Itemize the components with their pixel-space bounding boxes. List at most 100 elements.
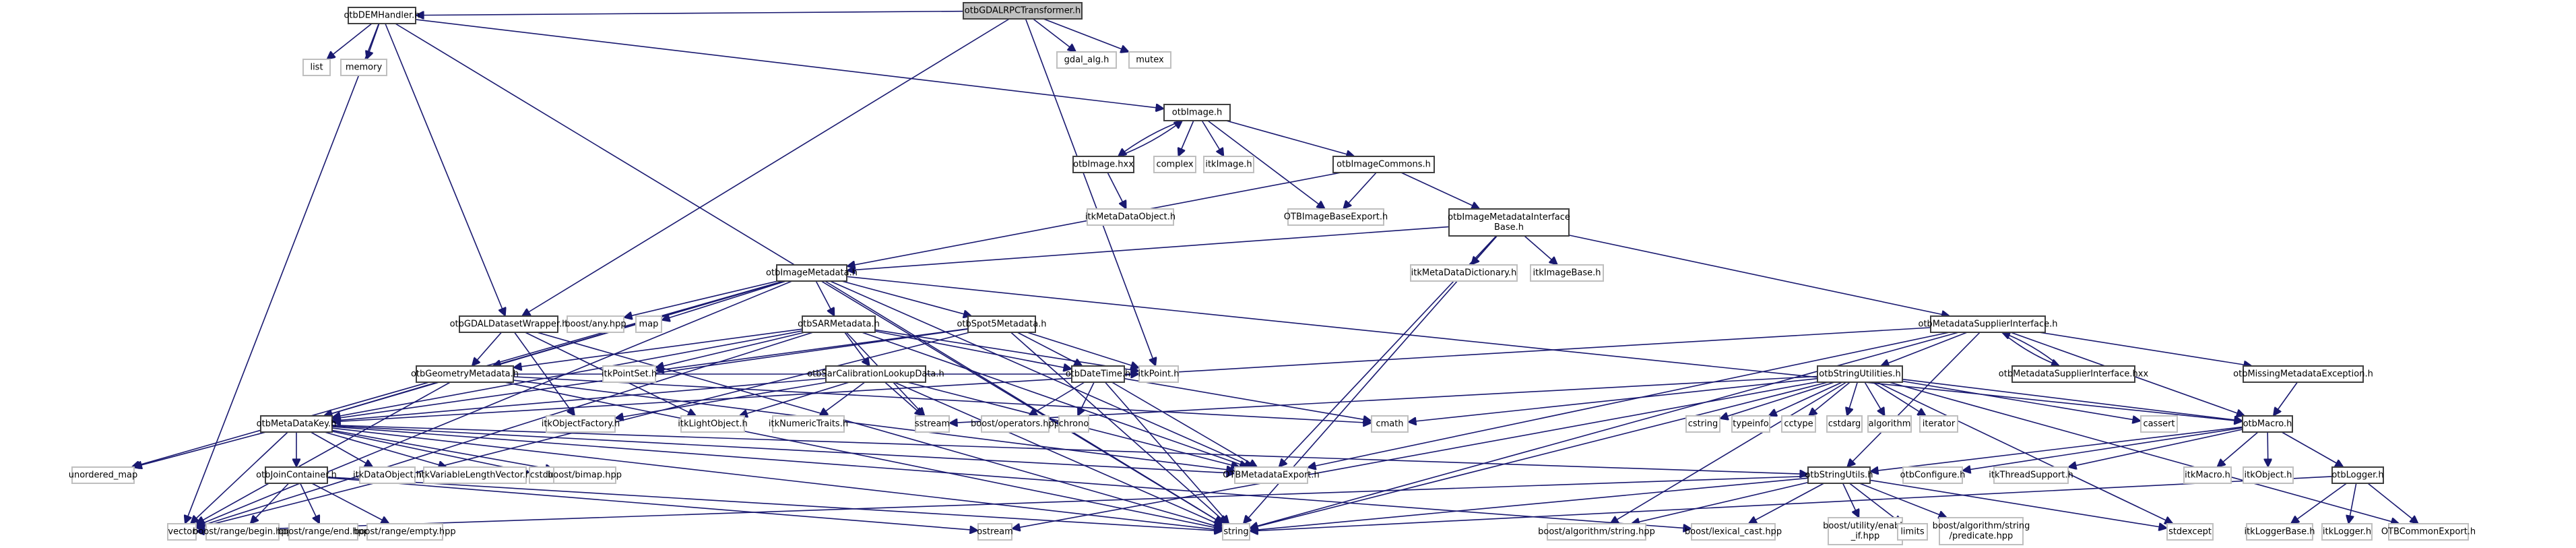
edge-gdalDW-to-string <box>536 332 1223 528</box>
node-label: list <box>310 63 323 73</box>
node-box <box>1153 156 1196 173</box>
node-img-metadata[interactable]: otbImageMetadata.h <box>766 264 858 282</box>
node-itk-logger: itkLogger.h <box>2321 523 2373 541</box>
edge-strUtilities-to-cctype <box>1809 382 1850 416</box>
node-stdexcept: stdexcept <box>2166 523 2214 541</box>
node-image[interactable]: otbImage.h <box>1163 104 1231 121</box>
node-box <box>1547 523 1646 541</box>
node-mdkey[interactable]: otbMetaDataKey.h <box>257 415 337 433</box>
node-box <box>260 415 333 433</box>
node-mdsi[interactable]: otbMetadataSupplierInterface.h <box>1919 315 2058 333</box>
node-macro[interactable]: otbMacro.h <box>2242 415 2293 433</box>
node-label: algorithm <box>1869 419 1911 429</box>
node-label: otbSARMetadata.h <box>798 319 880 330</box>
node-range-begin: boost/range/begin.hpp <box>193 523 292 541</box>
edge-imgMetadata-to-map <box>662 280 787 320</box>
node-missing-m-d[interactable]: otbMissingMetadataException.h <box>2233 365 2373 383</box>
node-itk-thread-support: itkThreadSupport.h <box>1989 466 2073 484</box>
node-mdsihxx[interactable]: otbMetadataSupplierInterface.hxx <box>1999 365 2149 383</box>
node-label: otbImage.h <box>1172 108 1222 118</box>
edge-mdkey-to-OTBMetadataExport <box>331 425 1235 473</box>
node-label: limits <box>1900 527 1925 537</box>
node-gdal-d-w[interactable]: otbGDALDatasetWrapper.h <box>450 315 568 333</box>
node-cstdarg: cstdarg <box>1826 415 1863 433</box>
edge-spot5-to-dateTime <box>1017 332 1083 367</box>
node-box <box>1530 264 1604 282</box>
node-box <box>1163 104 1231 121</box>
edge-image-to-complex <box>1178 120 1194 156</box>
node-label: boost/range/empty.hpp <box>354 527 455 537</box>
node-date-time[interactable]: otbDateTime.h <box>1066 365 1131 383</box>
node-box <box>366 523 443 541</box>
edge-strUtils-to-boostAlgString <box>1631 481 1809 524</box>
node-range-end: boost/range/end.hpp <box>278 523 369 541</box>
edge-strUtils-to-vector <box>196 475 1809 532</box>
edge-sarCal-to-itkNumericTraits <box>819 382 866 416</box>
edge-missingMD-to-macro <box>2274 382 2298 416</box>
edge-strUtilities-to-macro <box>1902 378 2243 421</box>
node-box <box>1807 466 1871 484</box>
edge-mdkey-to-string <box>331 427 1223 530</box>
node-box <box>1817 365 1903 383</box>
node-label: cstring <box>1688 419 1718 429</box>
node-box <box>602 365 656 383</box>
node-imagehxx[interactable]: otbImage.hxx <box>1072 156 1134 173</box>
edge-gdalDW-to-geom <box>472 332 503 366</box>
node-boost-predicate: boost/algorithm/string/predicate.hpp <box>1933 517 2030 545</box>
node-list: list <box>302 59 331 76</box>
node-box <box>265 466 328 484</box>
node-label: typeinfo <box>1733 419 1768 429</box>
edge-dem-to-gdalDW <box>385 23 505 316</box>
node-box <box>167 523 197 541</box>
node-geom[interactable]: otbGeometryMetadata.h <box>411 365 519 383</box>
node-label: itkLoggerBase.h <box>2244 527 2315 537</box>
node--o-t-b-common-export: OTBCommonExport.h <box>2381 523 2476 541</box>
node-box <box>1087 208 1174 226</box>
node-str-utils[interactable]: otbStringUtils.h <box>1805 466 1873 484</box>
node-sar[interactable]: otbSARMetadata.h <box>798 315 880 333</box>
node-label: itkObject.h <box>2245 470 2292 481</box>
node-label: boost/utility/enable <box>1823 521 1908 531</box>
node-spot5[interactable]: otbSpot5Metadata.h <box>957 315 1047 333</box>
node-box <box>340 59 387 76</box>
node-join-container[interactable]: otbJoinContainer.h <box>256 466 337 484</box>
edge-strUtilities-to-ostream <box>1012 381 1818 528</box>
node-img-commons[interactable]: otbImageCommons.h <box>1332 156 1435 173</box>
nodes-layer: otbGDALRPCTransformer.h otbDEMHandler.h gd… <box>69 2 2476 545</box>
node-label: iterator <box>1923 419 1956 429</box>
node-logger[interactable]: otbLogger.h <box>2331 466 2384 484</box>
node-box <box>915 415 950 433</box>
edge-sar-to-itkPointSet <box>655 332 805 368</box>
node-label: memory <box>346 63 383 73</box>
node-box <box>1138 365 1179 383</box>
node-box <box>1128 51 1171 69</box>
node-label: otbMetadataSupplierInterface.h <box>1919 319 2058 330</box>
node-label: itkLightObject.h <box>678 419 747 429</box>
node-box <box>348 7 416 24</box>
node-label: boost/range/begin.hpp <box>193 527 292 537</box>
node-label: otbImageMetadata.h <box>766 268 858 278</box>
node-sar-cal[interactable]: otbSarCalibrationLookupData.h <box>807 365 944 383</box>
edge-sar-to-sarCal <box>844 332 870 366</box>
node-sstream: sstream <box>915 415 950 433</box>
node-label: otbSarCalibrationLookupData.h <box>807 369 944 379</box>
edge-strUtils-to-boostPredicate <box>1859 483 1947 518</box>
edge-mdkey-to-itkDataObject <box>310 431 373 468</box>
edge-strUtilities-to-cstdarg <box>1847 382 1859 416</box>
edge-dem-to-list <box>327 23 373 59</box>
edge-imdib-to-itkImageBase <box>1524 235 1557 265</box>
node-label: otbLogger.h <box>2331 470 2383 481</box>
edge-dateTime-to-chrono <box>1078 382 1095 416</box>
node-label: boost/algorithm/string.hpp <box>1538 527 1655 537</box>
node-label: itkImageBase.h <box>1533 268 1601 278</box>
node-gdal_alg: gdal_alg.h <box>1056 51 1117 69</box>
node-box <box>1071 365 1125 383</box>
node-dem[interactable]: otbDEMHandler.h <box>344 7 420 24</box>
node-root[interactable]: otbGDALRPCTransformer.h <box>963 2 1083 20</box>
node-str-utilities[interactable]: otbStringUtilities.h <box>1817 365 1903 383</box>
node-label: OTBMetadataExport.h <box>1223 470 1320 481</box>
edge-imgCommons-to-OTBImageBaseExport <box>1343 172 1377 209</box>
node-typeinfo: typeinfo <box>1731 415 1770 433</box>
edge-sar-to-geom <box>513 328 803 367</box>
